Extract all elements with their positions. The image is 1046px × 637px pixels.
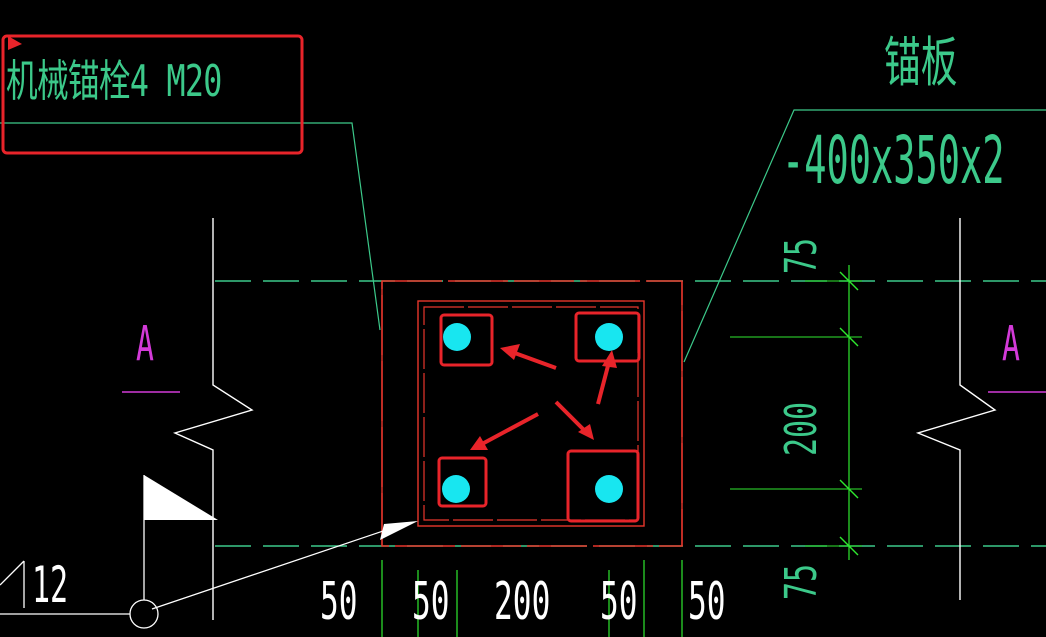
elevation-circle <box>129 599 159 629</box>
elevation-label: 12 <box>32 556 69 614</box>
dim-bottom-2: 50 <box>412 572 450 632</box>
callout-flag-icon <box>8 36 22 50</box>
bolt-top-left <box>443 323 471 351</box>
bolt-top-right <box>595 323 623 351</box>
plate-name-label: 锚板 <box>884 31 958 94</box>
elevation-leader-line <box>151 527 393 610</box>
dim-200-label: 200 <box>776 401 827 456</box>
right-break-line <box>915 218 997 600</box>
plate-size-label: -400x350x2 <box>782 122 1005 199</box>
bolt-bottom-left <box>442 475 470 503</box>
dim-ticks-bottom <box>381 560 683 637</box>
inner-plate-outer <box>417 300 645 527</box>
bolt-highlight-top-left <box>439 313 494 367</box>
bolt-highlight-bottom-left <box>437 456 488 508</box>
annotation-arrows <box>470 344 617 450</box>
elevation-slash <box>0 560 25 586</box>
bolt-bottom-right <box>595 475 623 503</box>
dim-bottom-1: 50 <box>320 572 358 632</box>
dim-75-bottom-label: 75 <box>776 563 827 600</box>
dim-75-top-label: 75 <box>776 237 827 274</box>
inner-plate-inner <box>423 306 639 521</box>
bolt-leader-line <box>0 122 381 331</box>
plate-leader-line <box>683 109 1046 363</box>
section-a-right-label: A <box>1002 316 1020 372</box>
section-a-left-label: A <box>136 316 154 372</box>
bolt-highlight-bottom-right <box>566 449 640 523</box>
callout-highlight-box <box>1 34 304 155</box>
dim-ticks-vertical <box>839 271 859 556</box>
dim-bottom-5: 50 <box>688 572 726 632</box>
dim-bottom-4: 50 <box>600 572 638 632</box>
left-break-line <box>172 218 254 620</box>
bolt-callout-label: 机械锚栓4 M20 <box>6 56 222 107</box>
flag-icon <box>144 475 218 520</box>
elevation-arrowhead <box>380 521 418 540</box>
dim-bottom-3: 200 <box>494 572 551 632</box>
